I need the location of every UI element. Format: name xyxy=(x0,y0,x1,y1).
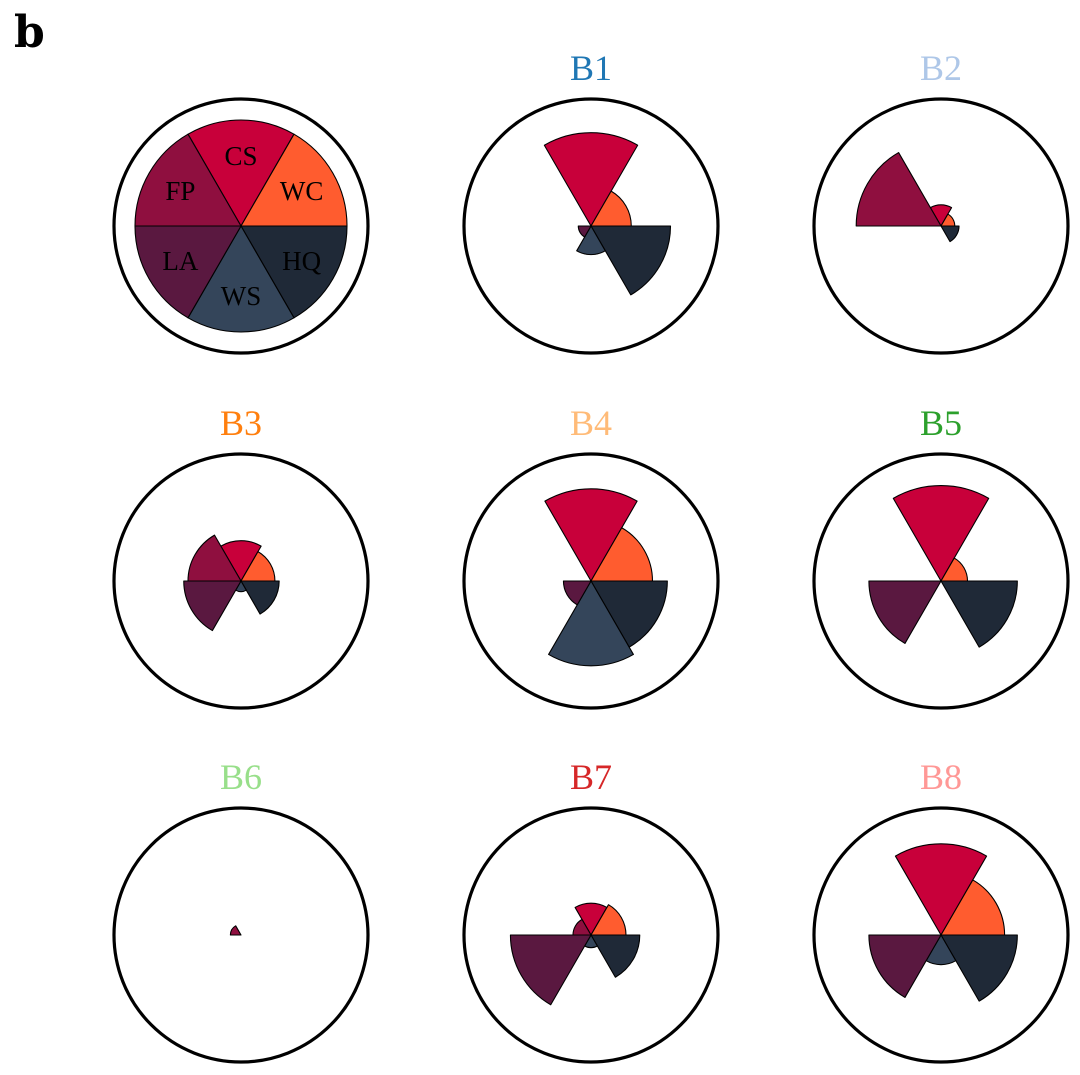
segment-cs xyxy=(544,488,638,582)
segment-label-la: LA xyxy=(162,246,198,276)
segment-fp xyxy=(229,925,242,936)
segment-hq xyxy=(590,580,668,648)
segment-fp xyxy=(572,918,592,936)
segment-hq xyxy=(940,934,1018,1002)
segment-wc xyxy=(590,527,654,582)
segment-label-cs: CS xyxy=(224,141,257,171)
segment-ws xyxy=(576,225,606,256)
segment-hq xyxy=(240,225,348,319)
legend-chart: CS WC HQ WS LA FP xyxy=(112,97,370,355)
panel-letter: b xyxy=(14,7,45,58)
chart-title: B8 xyxy=(920,757,962,797)
segment-la xyxy=(509,934,592,1006)
chart-title: B3 xyxy=(220,403,262,443)
segment-wc xyxy=(940,879,1006,936)
chart-b6: B6 xyxy=(112,757,370,1064)
segment-fp xyxy=(134,133,242,227)
chart-b1: B1 xyxy=(462,48,720,355)
chart-b2: B2 xyxy=(812,48,1070,355)
segment-label-fp: FP xyxy=(165,176,195,206)
chart-title: B5 xyxy=(920,403,962,443)
segment-la xyxy=(562,580,592,606)
segment-hq xyxy=(590,934,641,978)
segment-label-wc: WC xyxy=(280,176,324,206)
chart-b5: B5 xyxy=(812,403,1070,710)
segment-hq xyxy=(940,580,1018,648)
segment-cs xyxy=(894,843,988,936)
chart-title: B1 xyxy=(570,48,612,88)
segment-la xyxy=(868,934,942,998)
segment-ws xyxy=(187,225,295,333)
segment-fp xyxy=(187,534,242,582)
segment-label-hq: HQ xyxy=(282,246,321,276)
segment-fp xyxy=(855,152,942,227)
segment-cs xyxy=(892,485,990,582)
chart-title: B7 xyxy=(570,757,612,797)
chart-b3: B3 xyxy=(112,403,370,710)
segment-cs xyxy=(187,119,295,227)
segment-hq xyxy=(940,225,960,243)
segment-wc xyxy=(240,133,348,227)
chart-title: B2 xyxy=(920,48,962,88)
segment-la xyxy=(134,225,242,319)
chart-b7: B7 xyxy=(462,757,720,1064)
segment-hq xyxy=(240,580,280,615)
segment-la xyxy=(868,580,942,644)
segment-la xyxy=(183,580,242,632)
segment-la xyxy=(577,225,592,238)
chart-b8: B8 xyxy=(812,757,1070,1064)
segment-ws xyxy=(548,580,634,667)
chart-title: B4 xyxy=(570,403,612,443)
segment-cs xyxy=(543,132,639,227)
segment-hq xyxy=(590,225,672,296)
segment-label-ws: WS xyxy=(221,281,262,311)
chart-title: B6 xyxy=(220,757,262,797)
chart-b4: B4 xyxy=(462,403,720,710)
